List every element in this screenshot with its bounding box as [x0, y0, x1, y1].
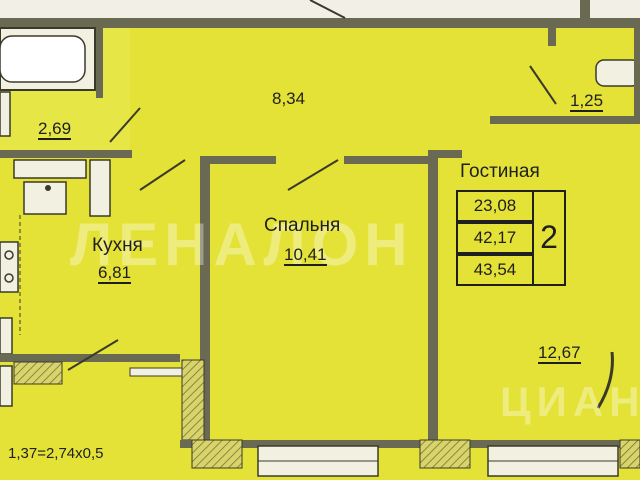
kitchen-name: Кухня: [92, 235, 143, 256]
bathroom-wall-right: [96, 28, 103, 98]
balcony-note: 1,37=2,74x0,5: [8, 445, 104, 462]
kitchen-sink: [23, 181, 67, 215]
balcony-door-swing: [67, 339, 119, 371]
bathtub-inner: [0, 35, 86, 83]
kitchen-door-swing: [139, 159, 186, 191]
hall-area: 8,34: [272, 89, 306, 108]
wall-bedroom-right: [428, 152, 438, 448]
wall-living-top: [428, 150, 462, 158]
wc-toilet: [595, 59, 640, 87]
facade-wall: [180, 440, 640, 448]
bathroom-area: 2,69: [38, 119, 72, 140]
wall-top-corner: [580, 0, 590, 28]
living-name: Гостиная: [460, 161, 540, 182]
cian-leaf-watermark: [596, 351, 614, 409]
stove-burner: [4, 250, 14, 260]
living-area: 12,67: [538, 343, 581, 364]
wall-top: [0, 18, 640, 28]
living-area-total: 23,08: [456, 190, 534, 222]
room-count: 2: [532, 190, 566, 286]
wc-wall-left: [548, 28, 556, 46]
wall-bedroom-left: [200, 158, 210, 448]
balcony-washer: [0, 365, 13, 407]
facade-hatch-mid: [419, 439, 471, 469]
wc-wall-right: [634, 28, 640, 124]
wall-bath-kitchen: [0, 150, 132, 158]
kitchen-cabinet: [89, 159, 111, 217]
kitchen-area: 6,81: [98, 263, 132, 284]
bedroom-column-hatch: [181, 359, 205, 441]
total-area: 42,17: [456, 222, 534, 254]
total-area-with-balcony: 43,54: [456, 254, 534, 286]
wall-kitchen-balcony: [0, 354, 180, 362]
washing-machine: [0, 91, 11, 137]
bathroom-door-swing: [109, 107, 141, 143]
balcony-window-sill: [129, 367, 191, 377]
stove: [0, 241, 19, 293]
top-strip: [0, 0, 640, 18]
watermark-right: ЦИАН: [500, 378, 640, 425]
bedroom-area: 10,41: [284, 245, 327, 266]
fridge: [0, 317, 13, 355]
wall-bedroom-top-left: [200, 156, 276, 164]
facade-hatch-left: [191, 439, 243, 469]
stove-burner: [4, 273, 14, 283]
wc-wall: [490, 116, 640, 124]
wc-area: 1,25: [570, 91, 604, 112]
wc-door-swing: [529, 65, 557, 105]
entry-door-swing: [309, 0, 346, 19]
sink-counter: [13, 159, 87, 179]
sink-drain: [45, 185, 51, 191]
area-summary-table: 23,08 42,17 43,54 2: [456, 190, 576, 288]
facade-hatch-right: [619, 439, 640, 469]
watermark-left: ЛЕНАЛОН: [70, 211, 414, 278]
balcony-hatch-block: [13, 361, 63, 385]
wall-bedroom-top-right: [344, 156, 432, 164]
bedroom-door-swing: [287, 159, 339, 191]
bedroom-name: Спальня: [264, 215, 341, 236]
